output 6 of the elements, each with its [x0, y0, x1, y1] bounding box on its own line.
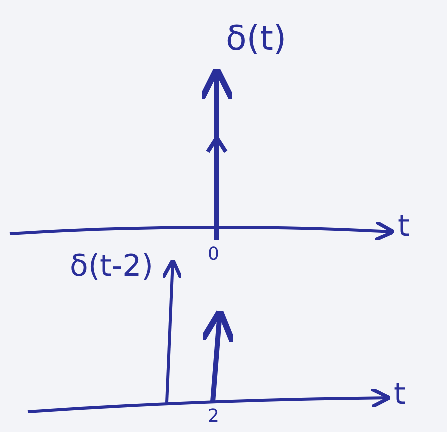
tick-label: 2	[208, 408, 220, 426]
axis-label: t	[398, 212, 410, 242]
tick-label: 0	[208, 246, 220, 264]
function-label: δ(t)	[226, 22, 287, 56]
function-label: δ(t-2)	[70, 252, 154, 282]
axis-label: t	[394, 380, 406, 410]
